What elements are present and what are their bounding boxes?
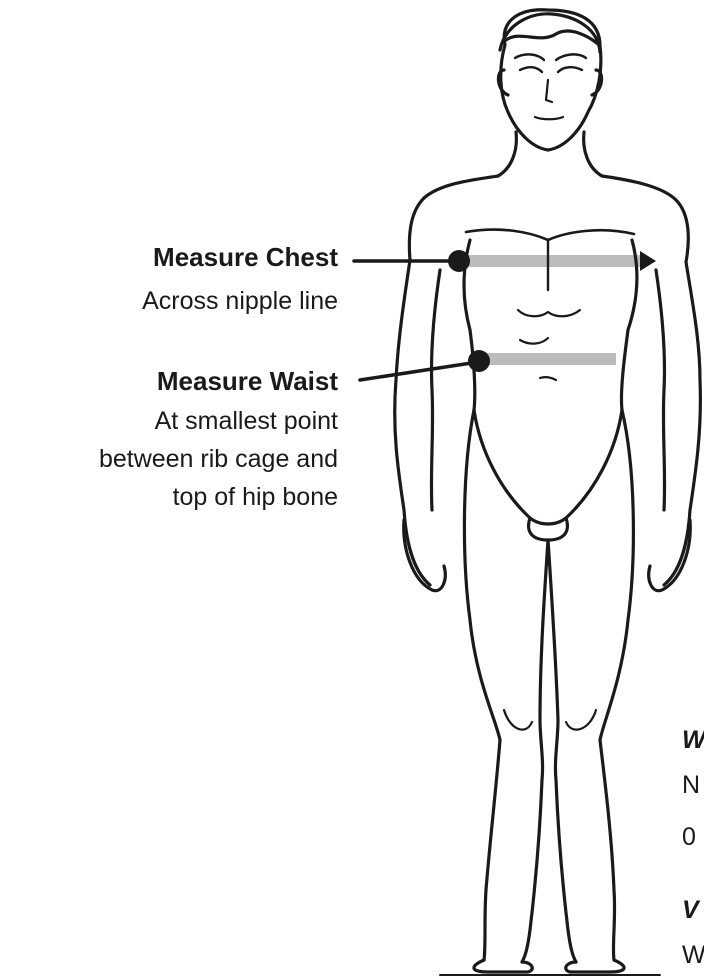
chest-band-arrow-tip bbox=[640, 251, 656, 271]
chest-measure-description: Across nipple line bbox=[142, 282, 338, 320]
waist-measure-title: Measure Waist bbox=[99, 366, 338, 396]
cropped-body-text: W bbox=[682, 940, 704, 970]
cropped-body-text: N bbox=[682, 770, 700, 800]
waist-measure-callout: Measure Waist At smallest point between … bbox=[99, 366, 338, 516]
chest-measure-title: Measure Chest bbox=[142, 242, 338, 272]
waist-description-line: At smallest point bbox=[99, 402, 338, 440]
chest-measure-callout: Measure Chest Across nipple line bbox=[142, 242, 338, 320]
cropped-heading-text: V bbox=[682, 895, 699, 925]
waist-description-line: between rib cage and bbox=[99, 440, 338, 478]
cropped-body-text: 0 bbox=[682, 822, 696, 852]
torso-drawing bbox=[409, 132, 688, 410]
legs-drawing bbox=[440, 410, 660, 975]
waist-measure-description: At smallest point between rib cage and t… bbox=[99, 402, 338, 516]
cropped-heading-text: W bbox=[682, 725, 704, 755]
waist-measure-band bbox=[482, 353, 616, 365]
waist-description-line: top of hip bone bbox=[99, 478, 338, 516]
waist-leader-line bbox=[360, 362, 478, 380]
chest-measure-band bbox=[462, 255, 640, 267]
head-drawing bbox=[498, 10, 601, 150]
